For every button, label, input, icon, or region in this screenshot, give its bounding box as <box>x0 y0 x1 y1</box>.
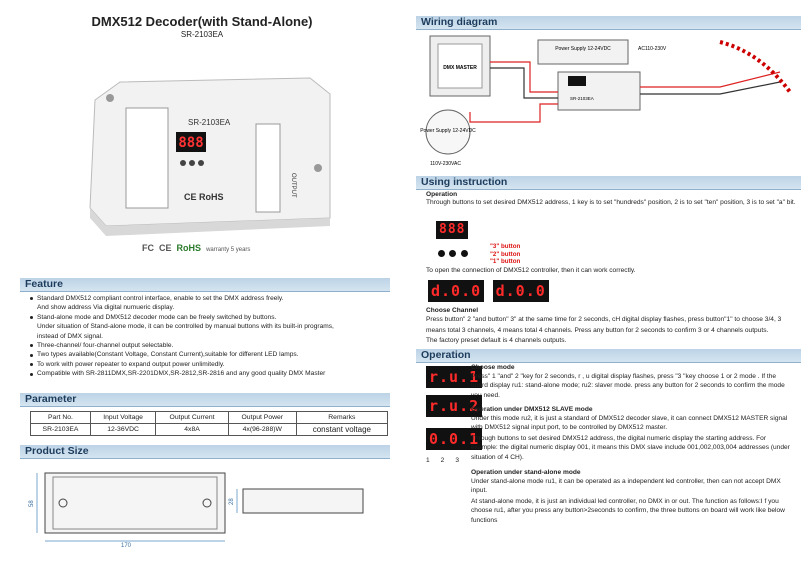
model-number: SR-2103EA <box>180 30 224 39</box>
mode-title: Choose mode <box>471 364 515 371</box>
td-part: SR-2103EA <box>30 423 91 436</box>
addr-display: 0.0.1 <box>426 428 483 450</box>
display-b: d.0.0 <box>492 280 549 302</box>
rohs-mark: RoHS <box>176 243 202 253</box>
product-photo: 888 SR-2103EA CE RoHS OUTPUT <box>89 77 331 236</box>
choose-title: Choose Channel <box>426 307 479 314</box>
wiring-diagram: DMX MASTER Power Supply 12-24VDC AC110-2… <box>420 35 792 167</box>
td-current: 4x8A <box>155 423 229 436</box>
standalone-title: Operation under stand-alone mode <box>471 469 581 476</box>
feature-line: Standard DMX512 compliant control interf… <box>37 295 284 302</box>
seg-display-digits: 888 <box>436 221 469 239</box>
slave-text: Under this mode ru2, it is just a standa… <box>471 415 788 432</box>
warranty-mark: warranty 5 years <box>206 247 251 253</box>
wiring-heading: Wiring diagram <box>416 16 801 30</box>
size-drawing: 170 58 28 <box>29 472 364 549</box>
using-heading: Using instruction <box>416 176 801 190</box>
width-dimension: 170 <box>121 543 132 549</box>
td-voltage: 12-36VDC <box>89 423 157 436</box>
mode-text: Press" 1 "and" 2 "key for 2 seconds, r ,… <box>471 373 785 399</box>
open-text: To open the connection of DMX512 control… <box>426 267 636 274</box>
fcc-mark: FC <box>142 243 154 253</box>
operation-heading: Operation <box>416 349 801 363</box>
feature-line: To work with power repeater to expand ou… <box>37 360 225 368</box>
list-item: Compatible with SR-2811DMX,SR-2201DMX,SR… <box>30 369 390 378</box>
ac-label: AC110-230V <box>638 46 667 52</box>
height-dimension: 58 <box>29 500 35 507</box>
display-a: d.0.0 <box>428 280 485 302</box>
button-row <box>438 244 468 262</box>
list-item: Three-channel/ four-channel output selec… <box>30 341 390 350</box>
feature-line: Under situation of Stand-alone mode, it … <box>37 323 334 331</box>
list-item: Standard DMX512 compliant control interf… <box>30 294 390 313</box>
button-labels: "3" button "2" button "1" button <box>490 243 520 266</box>
th-part: Part No. <box>30 411 91 424</box>
product-label: SR-2103EA <box>188 118 231 127</box>
btn3-label: "3" button <box>490 243 521 250</box>
button-1-icon <box>438 250 445 257</box>
slave-text-2: Through buttons to set desired DMX512 ad… <box>471 435 790 461</box>
th-power: Output Power <box>227 411 297 424</box>
addr-buttons: 1 2 3 <box>426 456 459 465</box>
list-item: To work with power repeater to expand ou… <box>30 360 390 369</box>
th-voltage: Input Voltage <box>89 411 157 424</box>
standalone-text-2: At stand-alone mode, it is just an indiv… <box>471 498 785 524</box>
feature-line: Two types available(Constant Voltage, Co… <box>37 351 299 359</box>
feature-line: Three-channel/ four-channel output selec… <box>37 342 174 350</box>
choose-default: The factory preset default is 4 channels… <box>426 337 567 344</box>
seg-display-op: 888 <box>436 220 469 239</box>
list-item: Stand-alone mode and DMX512 decoder mode… <box>30 313 390 341</box>
power-supply-top: Power Supply 12-24VDC <box>555 46 611 52</box>
product-size-heading: Product Size <box>20 445 390 459</box>
btn-num-3: 3 <box>455 457 460 464</box>
parameter-table: Part No. Input Voltage Output Current Ou… <box>30 411 389 436</box>
th-remarks: Remarks <box>295 411 389 424</box>
mode-display: r.u.1 <box>426 366 483 388</box>
feature-line: And show address Via digital numueric di… <box>37 304 175 312</box>
product-display-digits: 888 <box>178 135 203 151</box>
table-row: SR-2103EA 12-36VDC 4x8A 4x(96-288)W cons… <box>30 423 389 436</box>
document-title: DMX512 Decoder(with Stand-Alone) <box>91 14 313 29</box>
depth-dimension: 28 <box>229 498 235 505</box>
button-2-icon <box>449 250 457 257</box>
slave-display: r.u.2 <box>426 395 483 417</box>
btn-num-2: 2 <box>440 457 445 464</box>
th-current: Output Current <box>155 411 229 424</box>
btn1-label: "1" button <box>490 258 521 265</box>
table-header-row: Part No. Input Voltage Output Current Ou… <box>30 411 389 424</box>
display-pair: d.0.0 d.0.0 <box>428 280 549 302</box>
ac-bottom: 110V-230VAC <box>430 161 461 167</box>
dmx-master-label: DMX MASTER <box>443 65 477 71</box>
btn2-label: "2" button <box>490 250 521 258</box>
choose-text: Press button" 2 "and button" 3" at the s… <box>426 316 782 334</box>
op-title: Operation <box>426 191 458 198</box>
td-remarks: constant voltage <box>295 423 389 436</box>
standalone-text: Under stand-alone mode ru1, it can be op… <box>471 478 781 495</box>
feature-line: Stand-alone mode and DMX512 decoder mode… <box>37 313 277 321</box>
feature-line: instead of DMX signal. <box>37 332 103 340</box>
button-3-icon <box>460 250 468 257</box>
product-cert-text: CE RoHS <box>184 192 224 202</box>
device-label: SR-2103EA <box>570 96 594 101</box>
feature-heading: Feature <box>20 278 390 292</box>
power-supply-circle: Power Supply 12-24VDC <box>420 128 476 134</box>
slave-title: Operation under DMX512 SLAVE mode <box>471 406 593 413</box>
feature-line: Compatible with SR-2811DMX,SR-2201DMX,SR… <box>37 370 326 378</box>
output-label: OUTPUT <box>290 173 296 198</box>
feature-list: Standard DMX512 compliant control interf… <box>30 294 390 379</box>
parameter-heading: Parameter <box>20 393 390 407</box>
ce-mark: CE <box>159 243 172 253</box>
td-power: 4x(96-288)W <box>227 423 297 436</box>
list-item: Two types available(Constant Voltage, Co… <box>30 350 390 359</box>
btn-num-1: 1 <box>426 457 430 464</box>
op-text: Through buttons to set desired DMX512 ad… <box>426 199 796 206</box>
cert-marks: FC CE RoHS warranty 5 years <box>142 243 250 253</box>
